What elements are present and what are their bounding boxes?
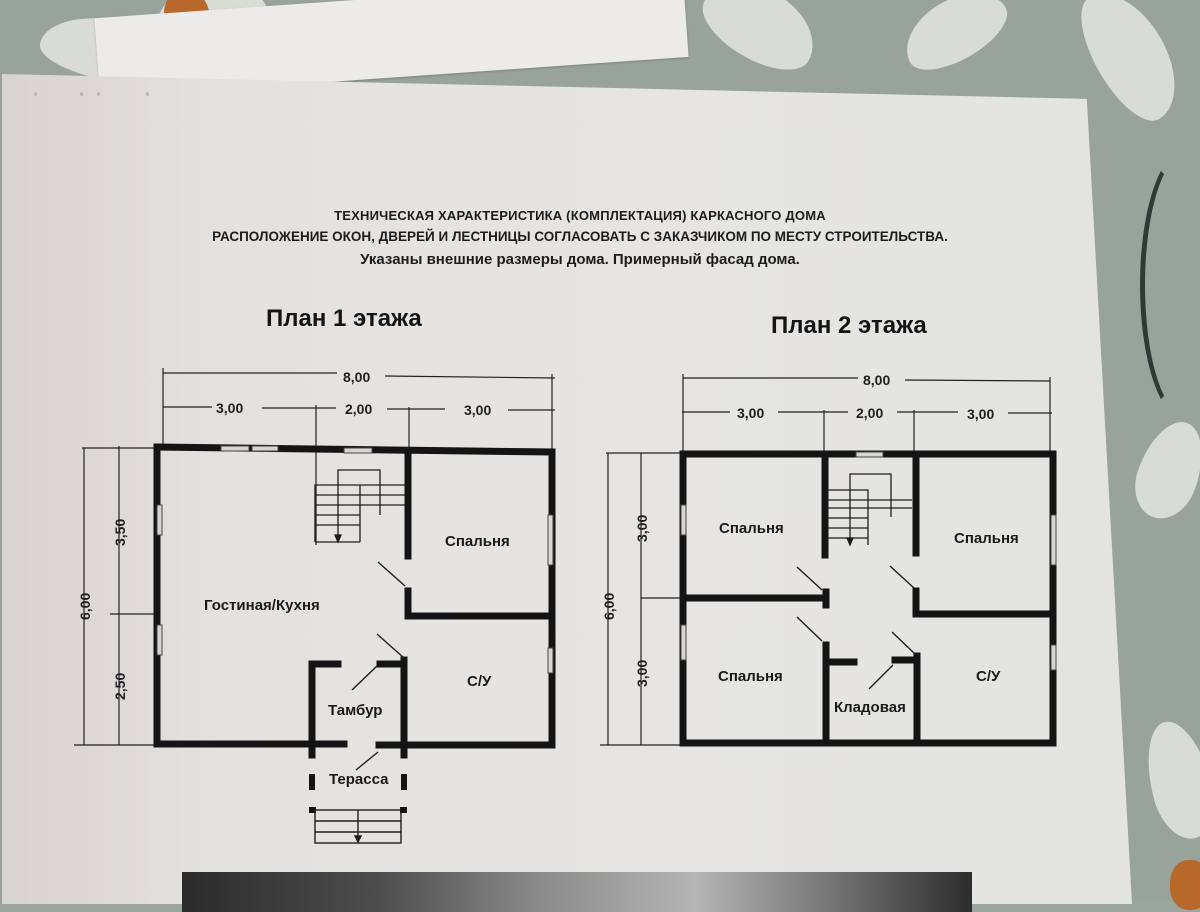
dim-segment-1c: 3,00 (464, 402, 491, 418)
plan-1-title: План 1 этажа (266, 305, 422, 332)
dimension-lines-2 (600, 374, 1052, 746)
dim-total-width-2: 8,00 (863, 372, 890, 388)
punch-mark (34, 92, 37, 96)
dim-total-height-1: 6,00 (77, 593, 93, 620)
walls-floor-1 (153, 443, 556, 759)
document-heading-line1: ТЕХНИЧЕСКАЯ ХАРАКТЕРИСТИКА (КОМПЛЕКТАЦИЯ… (334, 208, 826, 223)
room-bedroom-1: Спальня (445, 533, 510, 550)
dimension-lines-1 (74, 368, 556, 746)
document-heading-line2: РАСПОЛОЖЕНИЕ ОКОН, ДВЕРЕЙ И ЛЕСТНИЦЫ СОГ… (212, 229, 948, 244)
dim-height-1a: 3,50 (112, 519, 128, 546)
room-bedroom-2b: Спальня (954, 530, 1019, 547)
dim-total-height-2: 6,00 (601, 593, 617, 620)
doors-floor-1[interactable] (351, 561, 406, 771)
leaf-stem (1140, 150, 1200, 420)
windows-floor-1 (156, 445, 554, 674)
document-heading-line3: Указаны внешние размеры дома. Примерный … (360, 251, 800, 268)
terrace-steps[interactable] (314, 809, 402, 844)
room-terrace: Терасса (329, 771, 389, 788)
dim-segment-1b: 2,00 (345, 401, 372, 417)
punch-mark (146, 92, 149, 96)
punch-mark (97, 92, 100, 96)
windows-floor-2 (680, 451, 1057, 671)
room-bedroom-2c: Спальня (718, 668, 783, 685)
room-bedroom-2a: Спальня (719, 520, 784, 537)
room-bathroom-2: С/У (976, 668, 1001, 685)
room-living-kitchen: Гостиная/Кухня (204, 597, 320, 614)
dim-height-2b: 3,00 (634, 660, 650, 687)
dim-segment-1a: 3,00 (216, 400, 243, 416)
plan-2-title: План 2 этажа (771, 312, 927, 339)
room-bathroom-1: С/У (467, 673, 492, 690)
staircase-floor-2[interactable] (828, 473, 912, 547)
dim-segment-2b: 2,00 (856, 405, 883, 421)
dim-height-2a: 3,00 (634, 515, 650, 542)
facade-photo (182, 872, 972, 912)
room-storage: Кладовая (834, 699, 906, 716)
dim-total-width-1: 8,00 (343, 369, 370, 385)
doors-floor-2[interactable] (796, 565, 916, 690)
room-vestibule: Тамбур (328, 702, 382, 719)
dim-height-1b: 2,50 (112, 673, 128, 700)
dim-segment-2a: 3,00 (737, 405, 764, 421)
document-page (2, 74, 1132, 904)
punch-mark (80, 92, 83, 96)
staircase-floor-1[interactable] (314, 469, 405, 544)
dim-segment-2c: 3,00 (967, 406, 994, 422)
